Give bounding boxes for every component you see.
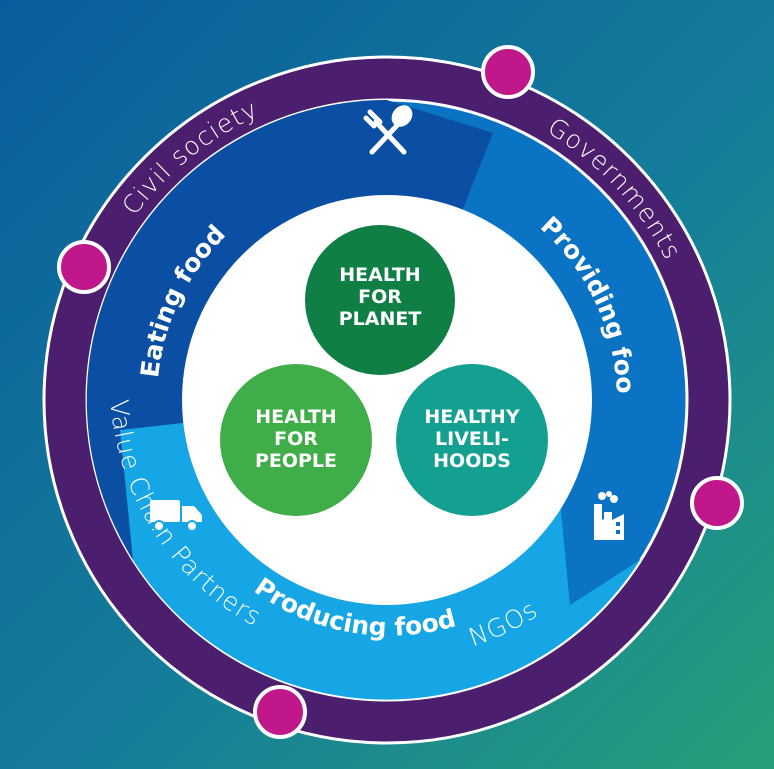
factory-icon <box>594 491 624 540</box>
livelihoods-circle <box>396 364 548 516</box>
livelihoods-line-1: HEALTHY <box>424 406 520 428</box>
label-health-for-people: HEALTH FOR PEOPLE <box>236 406 356 472</box>
ring-node-top <box>481 45 535 99</box>
ring-node-left <box>57 240 111 294</box>
truck-icon <box>150 500 202 532</box>
planet-line-1: HEALTH <box>339 264 421 286</box>
label-health-for-planet: HEALTH FOR PLANET <box>320 264 440 330</box>
planet-line-3: PLANET <box>338 308 422 330</box>
ring-node-bottom <box>253 685 307 739</box>
people-line-2: FOR <box>274 428 318 450</box>
people-line-3: PEOPLE <box>254 450 338 472</box>
livelihoods-line-2: LIVELI- <box>435 428 509 450</box>
fork-spoon-icon <box>363 105 413 155</box>
label-healthy-livelihoods: HEALTHY LIVELI- HOODS <box>412 406 532 472</box>
health-people-circle <box>220 364 372 516</box>
ring-node-right <box>690 476 744 530</box>
livelihoods-line-3: HOODS <box>433 450 511 472</box>
people-line-1: HEALTH <box>255 406 337 428</box>
planet-line-2: FOR <box>358 286 402 308</box>
health-planet-circle <box>305 225 455 375</box>
